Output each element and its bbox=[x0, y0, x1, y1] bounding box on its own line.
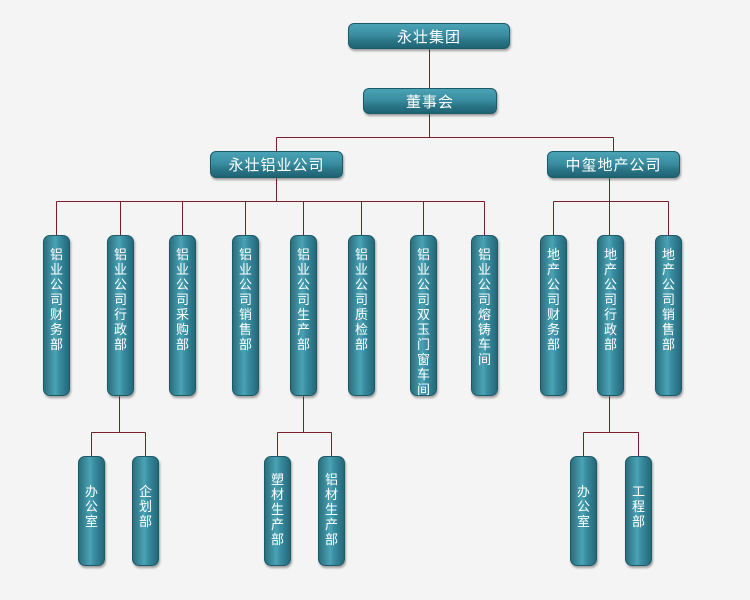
dept-label: 铝业公司生产部 bbox=[296, 248, 310, 353]
subdept-label: 工程部 bbox=[631, 485, 645, 530]
dept-label: 铝业公司行政部 bbox=[113, 248, 127, 353]
node-company-aluminum: 永壮铝业公司 bbox=[210, 151, 343, 178]
subdept-label: 塑材生产部 bbox=[270, 473, 284, 548]
node-subdept: 企划部 bbox=[132, 456, 159, 566]
node-dept: 地产公司销售部 bbox=[655, 235, 682, 396]
node-company-realestate: 中玺地产公司 bbox=[547, 151, 680, 178]
dept-label: 铝业公司质检部 bbox=[354, 248, 368, 353]
node-root-label: 永壮集团 bbox=[396, 27, 461, 46]
dept-label: 地产公司财务部 bbox=[546, 248, 560, 353]
node-dept: 铝业公司质检部 bbox=[348, 235, 375, 396]
node-dept: 地产公司行政部 bbox=[597, 235, 624, 396]
subdept-label: 办公室 bbox=[84, 485, 98, 530]
node-subdept: 工程部 bbox=[625, 456, 652, 566]
node-subdept: 办公室 bbox=[570, 456, 597, 566]
subdept-label: 办公室 bbox=[576, 485, 590, 530]
node-subdept: 铝材生产部 bbox=[318, 456, 345, 566]
node-dept: 铝业公司生产部 bbox=[290, 235, 317, 396]
node-root: 永壮集团 bbox=[348, 23, 510, 49]
node-dept: 铝业公司采购部 bbox=[169, 235, 196, 396]
node-board: 董事会 bbox=[363, 88, 497, 114]
company-label: 中玺地产公司 bbox=[565, 156, 662, 174]
dept-label: 地产公司行政部 bbox=[603, 248, 617, 353]
node-board-label: 董事会 bbox=[405, 92, 454, 111]
subdept-label: 企划部 bbox=[138, 485, 152, 530]
node-dept: 地产公司财务部 bbox=[540, 235, 567, 396]
dept-label: 铝业公司财务部 bbox=[49, 248, 63, 353]
node-dept: 铝业公司双玉门窗车间 bbox=[410, 235, 437, 398]
node-dept: 铝业公司财务部 bbox=[43, 235, 70, 396]
dept-label: 地产公司销售部 bbox=[661, 248, 675, 353]
node-dept: 铝业公司熔铸车间 bbox=[471, 235, 498, 396]
dept-label: 铝业公司销售部 bbox=[238, 248, 252, 353]
node-dept: 铝业公司行政部 bbox=[107, 235, 134, 396]
node-subdept: 塑材生产部 bbox=[264, 456, 291, 566]
subdept-label: 铝材生产部 bbox=[324, 473, 338, 548]
dept-label: 铝业公司双玉门窗车间 bbox=[416, 248, 430, 398]
company-label: 永壮铝业公司 bbox=[228, 156, 325, 174]
dept-label: 铝业公司熔铸车间 bbox=[477, 248, 491, 368]
dept-label: 铝业公司采购部 bbox=[175, 248, 189, 353]
node-subdept: 办公室 bbox=[78, 456, 105, 566]
node-dept: 铝业公司销售部 bbox=[232, 235, 259, 396]
